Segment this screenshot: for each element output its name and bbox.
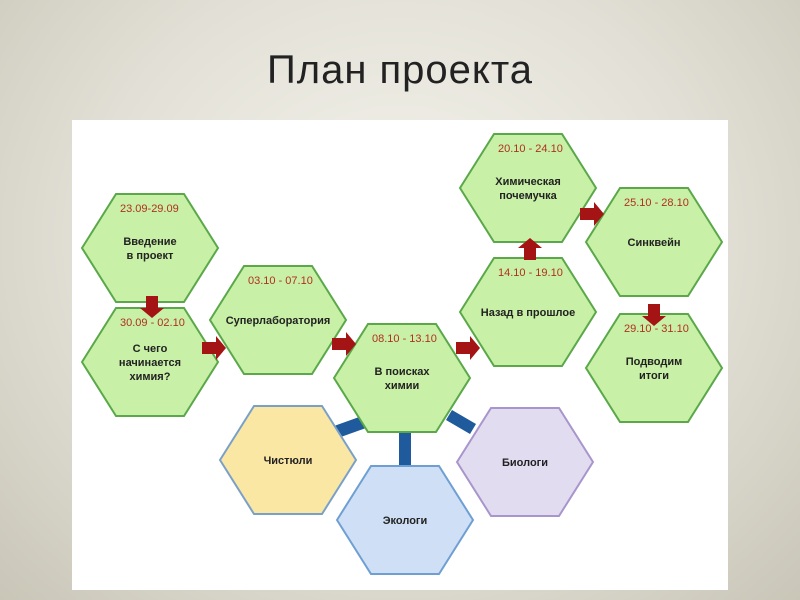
hex-label: почемучка (499, 190, 557, 202)
hex-label: Введение (123, 236, 176, 248)
hex-label: Синквейн (628, 237, 681, 249)
hex-label: Подводим (626, 356, 683, 368)
hex-shape (80, 307, 220, 417)
hex-label: Назад в прошлое (481, 307, 575, 319)
hex-date: 25.10 - 28.10 (624, 197, 689, 209)
connector-chistyuli (334, 416, 366, 438)
hex-shape (458, 133, 598, 243)
connector-ekologi (399, 432, 411, 470)
hex-label: начинается (119, 357, 181, 369)
hex-label: В поисках (375, 366, 431, 378)
hex-shape (455, 407, 595, 517)
hex-date: 30.09 - 02.10 (120, 317, 185, 329)
hex-shape (335, 465, 475, 575)
hex-label: Экологи (383, 515, 428, 527)
hex-date: 23.09-29.09 (120, 203, 179, 215)
hex-label: Чистюли (264, 455, 313, 467)
hex-date: 20.10 - 24.10 (498, 143, 563, 155)
hex-label: С чего (133, 343, 168, 355)
hex-date: 03.10 - 07.10 (248, 275, 313, 287)
hex-label: химии (385, 380, 420, 392)
hex-label: итоги (639, 370, 669, 382)
hex-date: 08.10 - 13.10 (372, 333, 437, 345)
hex-label: химия? (130, 371, 171, 383)
hex-node-g2: Экологи (335, 465, 475, 575)
arrow-n5-to-n6 (518, 238, 542, 260)
hex-label: Биологи (502, 457, 548, 469)
hex-shape (584, 313, 724, 423)
hex-shape (584, 187, 724, 297)
arrow-n4-to-n5 (456, 336, 480, 360)
hex-node-n2: 30.09 - 02.10 С чего начинается химия? (80, 307, 220, 417)
connector-biologi (446, 410, 476, 434)
arrow-n1-to-n2 (140, 296, 164, 318)
hex-node-g3: Биологи (455, 407, 595, 517)
arrow-n7-to-n8 (642, 304, 666, 326)
hex-date: 29.10 - 31.10 (624, 323, 689, 335)
hex-date: 14.10 - 19.10 (498, 267, 563, 279)
hex-shape (458, 257, 598, 367)
hex-node-g1: Чистюли (218, 405, 358, 515)
hex-label: Химическая (495, 176, 561, 188)
hex-shape (208, 265, 348, 375)
slide-title: План проекта (266, 48, 533, 92)
hex-label: Суперлаборатория (226, 315, 331, 327)
arrow-n3-to-n4 (332, 332, 356, 356)
arrow-n2-to-n3 (202, 336, 226, 360)
hex-shape (218, 405, 358, 515)
hex-node-n4: 08.10 - 13.10 В поисках химии (332, 323, 472, 433)
hex-shape (332, 323, 472, 433)
arrow-n6-to-n7 (580, 202, 604, 226)
hex-label: в проект (127, 250, 175, 262)
hex-shape (80, 193, 220, 303)
